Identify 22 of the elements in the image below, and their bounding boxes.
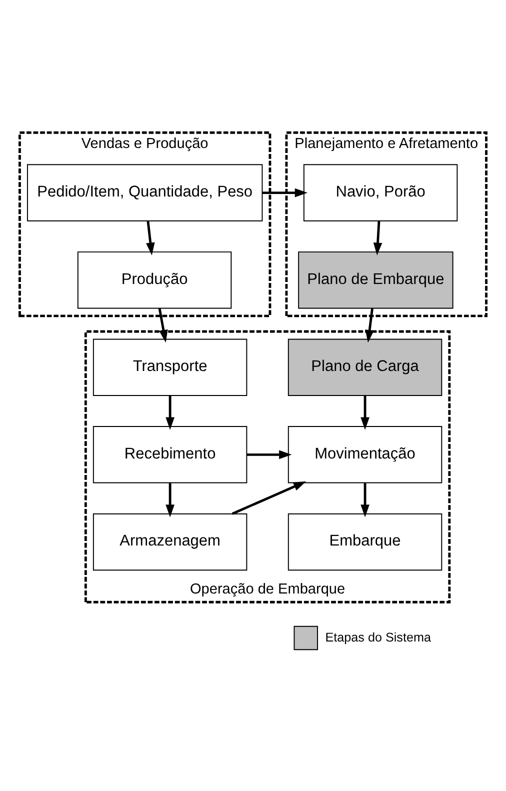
arrow [365,308,374,343]
node-box: Embarque [288,513,442,571]
arrow [360,396,370,430]
arrow [262,188,308,198]
arrow [166,483,174,518]
arrow [246,450,292,460]
node-box: Plano de Carga [288,338,442,396]
node-box: Plano de Embarque [298,251,454,309]
node-box: Movimentação [288,426,442,484]
node-box: Produção [77,251,232,309]
arrow [146,221,155,256]
node-box: Armazenagem [92,513,248,571]
arrow [373,221,382,256]
arrow [360,483,370,518]
node-box: Navio, Porão [303,164,458,222]
arrow [166,396,174,430]
node-box: Recebimento [92,426,248,484]
node-box: Transporte [92,338,248,396]
arrow [158,308,168,343]
arrow [232,481,306,515]
legend-label: Etapas do Sistema [325,630,431,644]
node-box: Pedido/Item, Quantidade, Peso [27,164,263,222]
